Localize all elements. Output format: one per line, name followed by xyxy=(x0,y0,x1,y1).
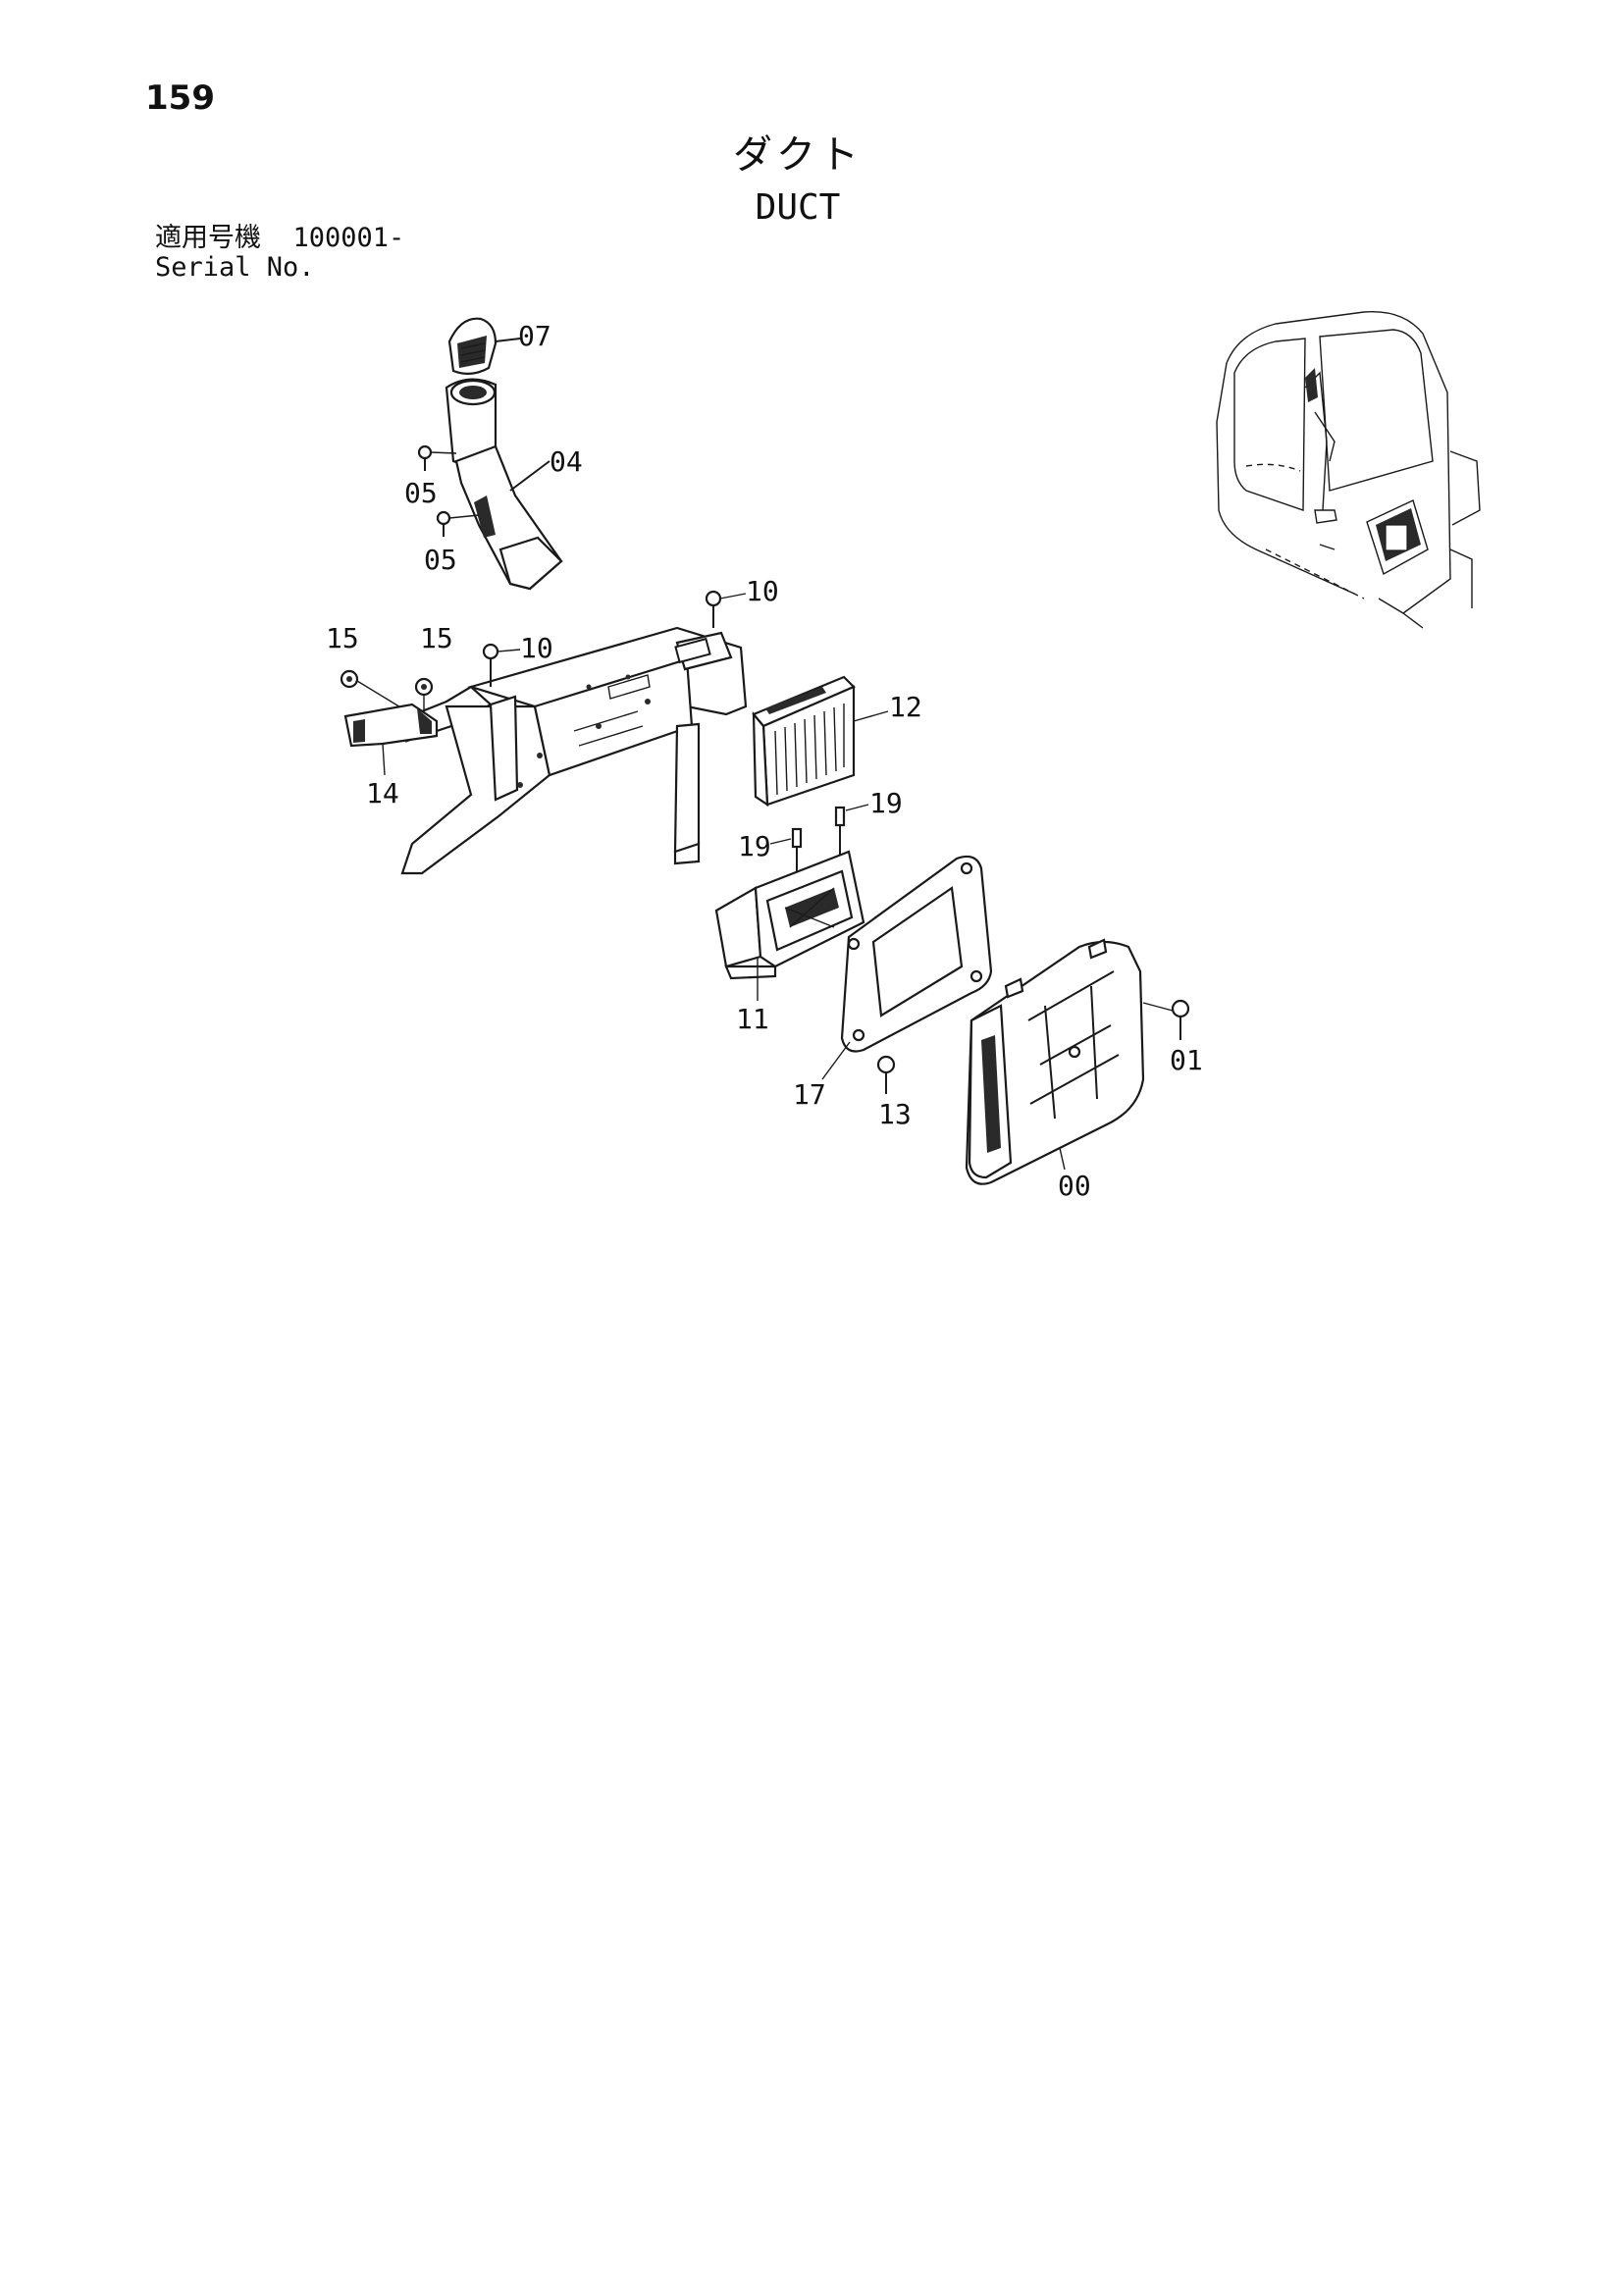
part-10-screw-a xyxy=(482,643,521,687)
callout-10-left: 10 xyxy=(520,632,553,664)
callout-05-lower: 05 xyxy=(424,544,457,576)
part-17-gasket xyxy=(821,855,993,1080)
callout-12: 12 xyxy=(889,691,922,723)
cab-locator-illustration xyxy=(1216,310,1481,629)
callout-04: 04 xyxy=(550,445,583,478)
part-07-grille xyxy=(447,317,521,375)
callout-15-right: 15 xyxy=(420,622,453,654)
part-14-clamp xyxy=(343,703,439,776)
serial-label-japanese: 適用号機 xyxy=(155,223,261,253)
callout-19-left: 19 xyxy=(738,830,771,862)
callout-13: 13 xyxy=(878,1098,912,1130)
part-04-upper-duct xyxy=(445,378,563,591)
callout-17: 17 xyxy=(793,1078,826,1111)
part-01-screw xyxy=(1142,999,1190,1040)
part-12-filter xyxy=(752,675,889,808)
part-15-nut-b xyxy=(414,677,434,697)
main-duct-frame xyxy=(400,626,748,875)
callout-10-right: 10 xyxy=(746,575,779,607)
page-number: 159 xyxy=(145,78,215,118)
callout-05-upper: 05 xyxy=(404,477,438,509)
serial-value: 100001- xyxy=(292,223,405,253)
callout-07: 07 xyxy=(518,320,551,352)
title-japanese: ダクト xyxy=(733,132,863,178)
page-title: ダクト DUCT xyxy=(160,123,1436,228)
callout-14: 14 xyxy=(366,777,399,809)
serial-block: 適用号機 100001- Serial No. xyxy=(155,224,404,283)
part-15-nut-a xyxy=(340,669,359,689)
part-11-blower-duct xyxy=(714,850,865,1001)
callout-15-left: 15 xyxy=(326,622,359,654)
part-13-screw xyxy=(876,1055,896,1094)
part-05-screw-a xyxy=(417,444,457,471)
part-10-screw-b xyxy=(705,590,747,628)
callout-11: 11 xyxy=(736,1003,769,1035)
title-english: DUCT xyxy=(755,187,841,228)
part-00-cover xyxy=(965,938,1145,1185)
part-05-screw-b xyxy=(436,510,480,537)
callout-00: 00 xyxy=(1058,1170,1091,1202)
callout-19-right: 19 xyxy=(869,787,903,819)
callout-01: 01 xyxy=(1170,1044,1203,1076)
serial-label-english: Serial No. xyxy=(155,252,315,283)
